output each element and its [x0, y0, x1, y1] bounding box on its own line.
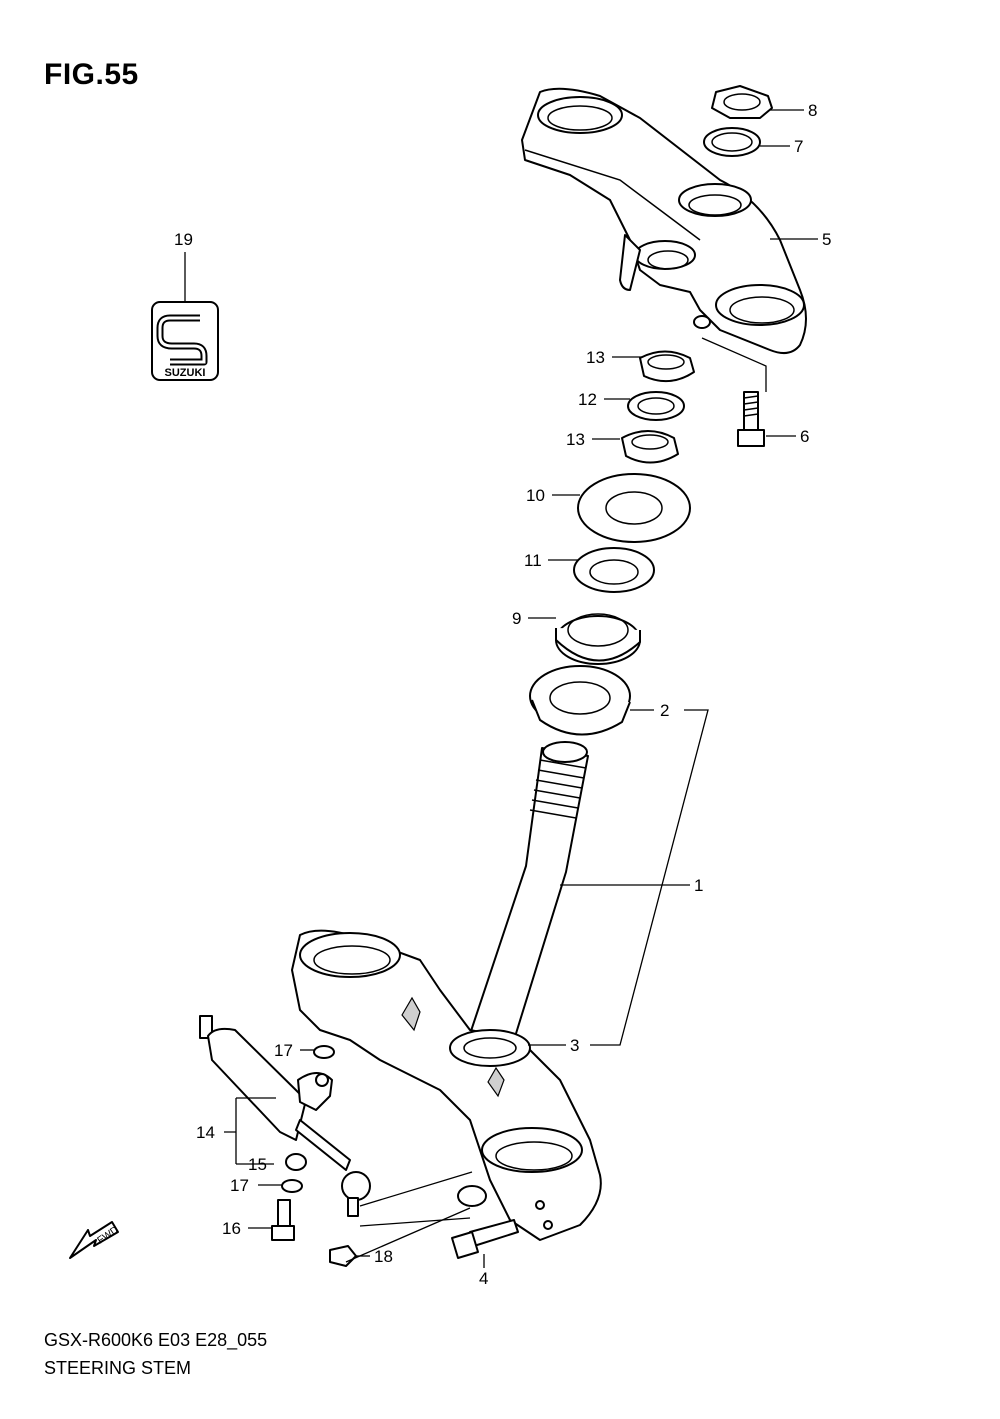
dust-seal: [577, 473, 691, 543]
callout-15: 15: [248, 1155, 267, 1174]
callout-6: 6: [800, 427, 809, 446]
lower-lock-nut: [621, 430, 679, 464]
callout-18: 18: [374, 1247, 393, 1266]
callout-9: 9: [512, 609, 521, 628]
callout-1: 1: [694, 876, 703, 895]
callout-14: 14: [196, 1123, 215, 1142]
callout-13-upper: 13: [586, 348, 605, 367]
washer: [703, 127, 761, 157]
callout-2: 2: [660, 701, 669, 720]
lower-washer: [281, 1179, 303, 1193]
upper-bracket: [521, 87, 807, 355]
callout-10: 10: [526, 486, 545, 505]
callout-16: 16: [222, 1219, 241, 1238]
steering-stem-nut: [711, 85, 773, 119]
callout-3: 3: [570, 1036, 579, 1055]
lock-washer: [627, 391, 685, 421]
assembly-name: STEERING STEM: [44, 1358, 192, 1378]
forward-arrow-icon: FWD: [69, 1221, 121, 1259]
damper-nut: [329, 1245, 357, 1267]
damper-spacer: [285, 1153, 307, 1171]
clamp-bolt: [451, 1219, 519, 1259]
callout-7: 7: [794, 137, 803, 156]
steering-stem-shaft: [469, 741, 589, 1041]
callout-4: 4: [479, 1269, 488, 1288]
upper-bearing: [555, 613, 641, 665]
callout-12: 12: [578, 390, 597, 409]
lower-bracket: [291, 929, 602, 1241]
damper-bolt: [271, 1199, 295, 1241]
bracket-bolt: [737, 391, 765, 447]
steering-damper: [199, 1015, 371, 1217]
model-code: GSX-R600K6 E03 E28_055: [44, 1330, 268, 1350]
callout-8: 8: [808, 101, 817, 120]
callout-13-lower: 13: [566, 430, 585, 449]
emblem-text: SUZUKI: [165, 367, 206, 379]
forward-label: FWD: [96, 1225, 121, 1247]
upper-lock-nut: [639, 350, 695, 383]
callout-17-lower: 17: [230, 1176, 249, 1195]
bearing-race: [529, 665, 631, 736]
figure-title: FIG.55: [44, 58, 139, 91]
callout-5: 5: [822, 230, 831, 249]
seal-washer: [573, 547, 655, 593]
callout-11: 11: [524, 551, 542, 570]
upper-washer: [313, 1045, 335, 1059]
callout-19: 19: [174, 230, 193, 249]
callout-labels: 8 7 5 6 13 12 13 10 11 9 2 1 3 4 17 14 1…: [174, 101, 831, 1288]
leader-lines: [184, 109, 818, 1268]
suzuki-emblem: SUZUKI: [151, 301, 219, 381]
callout-17-upper: 17: [274, 1041, 293, 1060]
